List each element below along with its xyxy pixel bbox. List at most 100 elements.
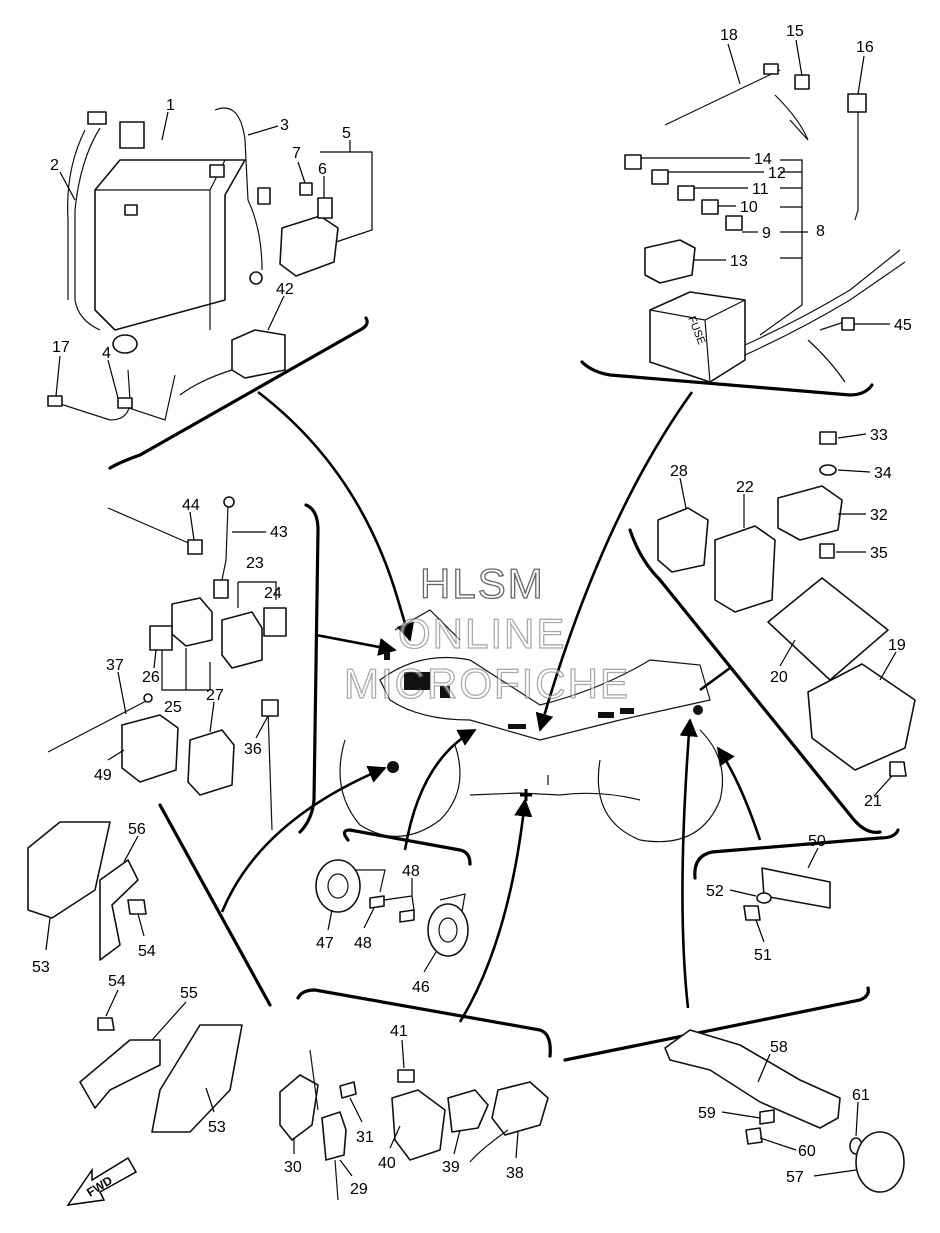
callout-61: 61 [852, 1087, 870, 1104]
frame-battery-group [108, 316, 369, 470]
switch-part-39 [447, 1089, 489, 1133]
connector-location-mark [440, 686, 450, 698]
callout-16: 16 [856, 39, 874, 56]
callout-40: 40 [378, 1155, 396, 1172]
washer-part-52 [756, 892, 772, 904]
fuse-part-9 [725, 215, 743, 231]
ecu-group [657, 431, 916, 777]
callout-39: 39 [442, 1159, 460, 1176]
connector-part-26 [149, 625, 173, 651]
callout-44: 44 [182, 497, 200, 514]
sensor-part-32 [777, 485, 843, 541]
callout-30: 30 [284, 1159, 302, 1176]
callout-2: 2 [50, 157, 59, 174]
lead-fuse [535, 391, 694, 732]
bolt-part-41 [397, 1069, 415, 1083]
fuse-part-11 [677, 185, 695, 201]
connector-part-24 [263, 607, 287, 637]
callout-41: 41 [390, 1023, 408, 1040]
callout-numbers: 1 2 3 4 5 6 7 8 9 10 11 12 13 14 15 16 1… [32, 23, 912, 1198]
holder-part-16 [854, 110, 859, 221]
callout-42: 42 [276, 281, 294, 298]
callout-57: 57 [786, 1169, 804, 1186]
callout-33: 33 [870, 427, 888, 444]
frame-fuse-group [580, 360, 874, 397]
callout-24: 24 [264, 585, 282, 602]
battery-group [47, 107, 339, 421]
motorcycle-outline [339, 609, 724, 843]
fuse-location-mark [508, 724, 526, 729]
callout-7: 7 [292, 145, 301, 162]
battery-part-1 [94, 159, 246, 331]
callout-43: 43 [270, 524, 288, 541]
bolt-part-48a [369, 895, 385, 909]
frame-reflector-group [693, 828, 900, 880]
clip-part-15 [774, 94, 809, 141]
nut-part-21 [889, 761, 907, 777]
callout-51: 51 [754, 947, 772, 964]
callout-8: 8 [816, 223, 825, 240]
screw-part-31 [339, 1081, 357, 1099]
callout-31: 31 [356, 1129, 374, 1146]
reflector-part-53b [151, 1024, 243, 1133]
tail-location-dot [693, 705, 703, 715]
callout-27: 27 [206, 687, 224, 704]
callout-52: 52 [706, 883, 724, 900]
callout-14: 14 [754, 151, 772, 168]
socket-part-42 [231, 329, 286, 379]
rear-unit-mark [620, 708, 634, 714]
callout-47: 47 [316, 935, 334, 952]
callout-11: 11 [752, 181, 769, 198]
battery-cable-part-2 [74, 127, 101, 331]
frame-switch-group [296, 988, 552, 1058]
fuse-part-13 [644, 239, 696, 284]
band-part-44 [107, 507, 201, 549]
callout-50: 50 [808, 833, 826, 850]
bracket-part-30 [279, 1074, 319, 1141]
frame-sidecover-group [158, 803, 272, 1007]
callout-46: 46 [412, 979, 430, 996]
fwd-arrow [66, 1156, 138, 1206]
bracket-part-56 [99, 859, 139, 961]
callout-15: 15 [786, 23, 804, 40]
battery-location-mark [404, 672, 430, 690]
horn-part-46 [427, 903, 469, 957]
watermark-line-2: ONLINE [398, 610, 566, 657]
battery-cover-part-4 [112, 334, 138, 354]
frame-platebracket-group [563, 986, 870, 1062]
nut-part-60 [745, 1127, 763, 1145]
lead-relay [315, 633, 397, 656]
bracket-part-55 [79, 1039, 161, 1109]
callout-5: 5 [342, 125, 351, 142]
band-part-37 [47, 699, 149, 753]
callout-17: 17 [52, 339, 70, 356]
callout-38: 38 [506, 1165, 524, 1182]
nut-part-54a [127, 899, 147, 915]
lead-plate [679, 718, 698, 1009]
callout-56: 56 [128, 821, 146, 838]
callout-28: 28 [670, 463, 688, 480]
sidecover-group: FWD [27, 821, 243, 1206]
callout-1: 1 [166, 97, 175, 114]
callout-45: 45 [894, 317, 912, 334]
callout-35: 35 [870, 545, 888, 562]
switch-part-29 [321, 1111, 347, 1161]
band-part-36 [267, 709, 273, 831]
screw-part-59 [759, 1109, 775, 1125]
callout-60: 60 [798, 1143, 816, 1160]
callout-32: 32 [870, 507, 888, 524]
watermark-line-3: MICROFICHE [344, 660, 630, 707]
lead-sidecover [220, 765, 387, 913]
bolt-part-48b [399, 909, 415, 923]
frame-ecu-group [628, 528, 882, 834]
connector-part-28 [657, 507, 709, 573]
callout-6: 6 [318, 161, 327, 178]
relay-part-49 [121, 714, 179, 783]
bracket-part-20 [767, 577, 889, 681]
switch-group [279, 1049, 549, 1201]
relay-group [47, 496, 287, 831]
callout-25: 25 [164, 699, 182, 716]
starter-relay-part-5 [279, 215, 339, 277]
callout-23: 23 [246, 555, 264, 572]
